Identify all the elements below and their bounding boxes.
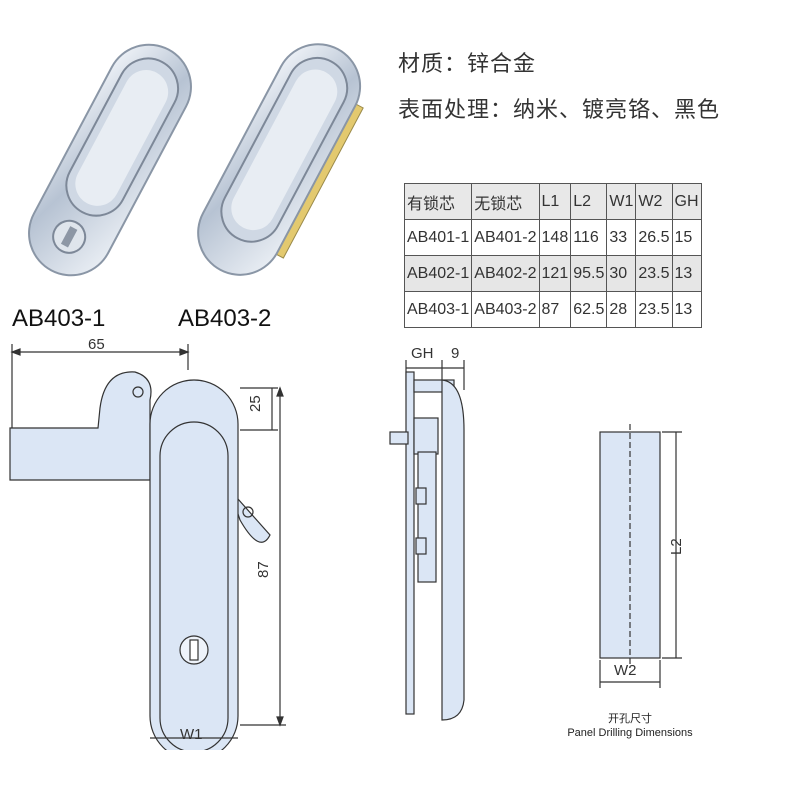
dim-label-bottom: W1 [180, 726, 203, 743]
header-cell: GH [671, 183, 702, 220]
table-cell: 87 [538, 291, 572, 328]
table-cell: AB403-2 [471, 291, 540, 328]
dim-label-l2: L2 [668, 538, 685, 555]
table-cell: AB402-2 [471, 255, 540, 292]
table-row: AB401-1 AB401-2 148 116 33 26.5 15 [403, 219, 702, 256]
spec-table: 有锁芯 无锁芯 L1 L2 W1 W2 GH AB401-1 AB401-2 1… [403, 183, 702, 328]
table-cell: 148 [538, 219, 572, 256]
table-cell: 13 [671, 291, 702, 328]
table-row: AB402-1 AB402-2 121 95.5 30 23.5 13 [403, 255, 702, 292]
dim-label-width: 65 [88, 336, 105, 353]
header-cell: W2 [635, 183, 673, 220]
header-cell: W1 [606, 183, 637, 220]
table-cell: 13 [671, 255, 702, 292]
table-cell: AB402-1 [403, 255, 473, 292]
dim-label-top: 25 [247, 395, 264, 412]
dim-label-gh: GH [411, 345, 434, 362]
dim-label-9: 9 [451, 345, 460, 362]
material-text: 材质：锌合金 [398, 52, 537, 77]
model-label-with-lock: AB403-1 [12, 305, 106, 332]
side-view-drawing [389, 360, 465, 721]
table-cell: 28 [606, 291, 637, 328]
table-cell: 26.5 [635, 219, 673, 256]
table-cell: 95.5 [570, 255, 608, 292]
table-header-row: 有锁芯 无锁芯 L1 L2 W1 W2 GH [403, 183, 702, 220]
header-cell: L1 [538, 183, 572, 220]
table-cell: 121 [538, 255, 572, 292]
dim-label-height: 87 [255, 561, 272, 578]
model-label-without-lock: AB403-2 [178, 305, 272, 332]
table-cell: 23.5 [635, 291, 673, 328]
table-cell: 23.5 [635, 255, 673, 292]
drilling-caption-cn: 开孔尺寸 [608, 713, 652, 725]
table-cell: 33 [606, 219, 637, 256]
table-cell: AB403-1 [403, 291, 473, 328]
header-cell: L2 [570, 183, 608, 220]
table-cell: 30 [606, 255, 637, 292]
front-view-drawing [9, 344, 286, 750]
dim-label-w2: W2 [614, 662, 637, 679]
product-photo-without-lock [197, 43, 364, 276]
product-photo-with-lock [28, 43, 192, 277]
drilling-caption-en: Panel Drilling Dimensions [567, 727, 693, 739]
table-cell: 62.5 [570, 291, 608, 328]
table-cell: 15 [671, 219, 702, 256]
header-cell: 无锁芯 [471, 183, 540, 220]
table-cell: AB401-1 [403, 219, 473, 256]
table-cell: 116 [570, 219, 608, 256]
table-row: AB403-1 AB403-2 87 62.5 28 23.5 13 [403, 291, 702, 328]
drilling-view-drawing [599, 424, 682, 688]
finish-text: 表面处理：纳米、镀亮铬、黑色 [398, 98, 721, 123]
header-cell: 有锁芯 [403, 183, 473, 220]
table-cell: AB401-2 [471, 219, 540, 256]
